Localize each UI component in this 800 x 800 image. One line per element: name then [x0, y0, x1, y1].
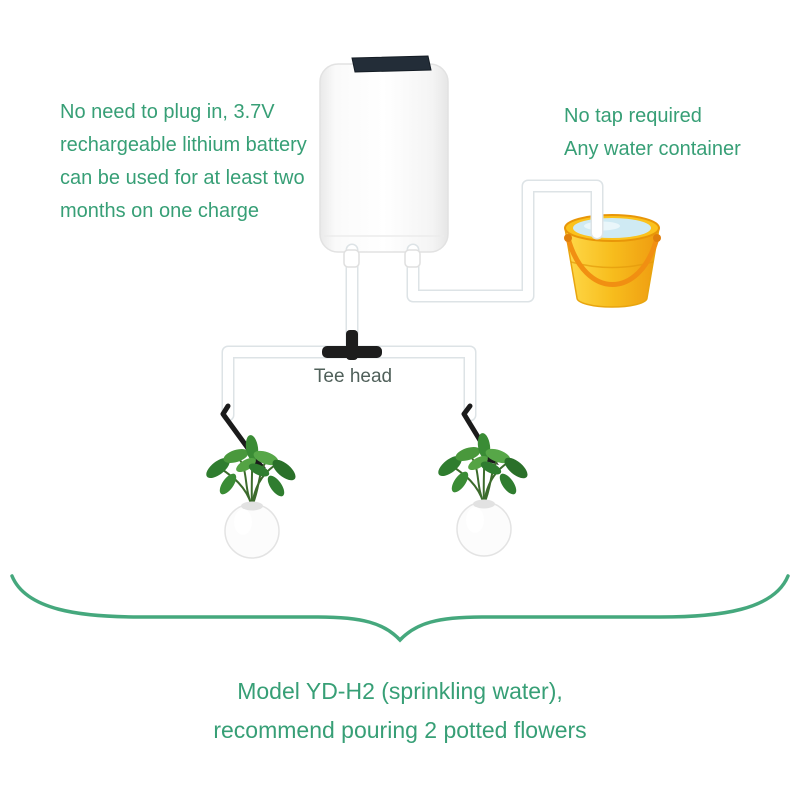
battery-note-line: No need to plug in, 3.7V	[60, 101, 275, 123]
pump-nozzle-left	[343, 249, 360, 268]
container-note-line: Any water container	[564, 138, 741, 160]
potted-plant-left	[201, 433, 300, 559]
pump-top-panel	[351, 55, 432, 73]
model-caption-line: recommend pouring 2 potted flowers	[213, 717, 587, 743]
model-caption-line: Model YD-H2 (sprinkling water),	[237, 678, 563, 704]
handle-knob-left	[564, 234, 572, 242]
tube-to-bucket	[408, 181, 602, 301]
tee-head-label: Tee head	[313, 366, 393, 387]
container-note: No tap required Any water container	[564, 100, 741, 166]
handle-knob-right	[653, 234, 661, 242]
battery-note-line: rechargeable lithium battery	[60, 134, 307, 156]
model-caption: Model YD-H2 (sprinkling water), recommen…	[0, 672, 800, 750]
water-bucket	[564, 214, 661, 308]
battery-note: No need to plug in, 3.7V rechargeable li…	[60, 96, 307, 228]
pump-device	[319, 55, 449, 253]
container-note-line: No tap required	[564, 105, 702, 127]
pump-nozzle-right	[404, 249, 421, 268]
battery-note-line: months on one charge	[60, 200, 260, 222]
tee-vertical-stub	[346, 330, 358, 360]
brace-underline	[10, 574, 790, 643]
battery-note-line: can be used for at least two	[60, 167, 305, 189]
pump-body	[319, 63, 449, 253]
bucket-handle	[565, 235, 660, 287]
tee-connector	[322, 330, 382, 360]
potted-plant-right	[433, 431, 532, 557]
